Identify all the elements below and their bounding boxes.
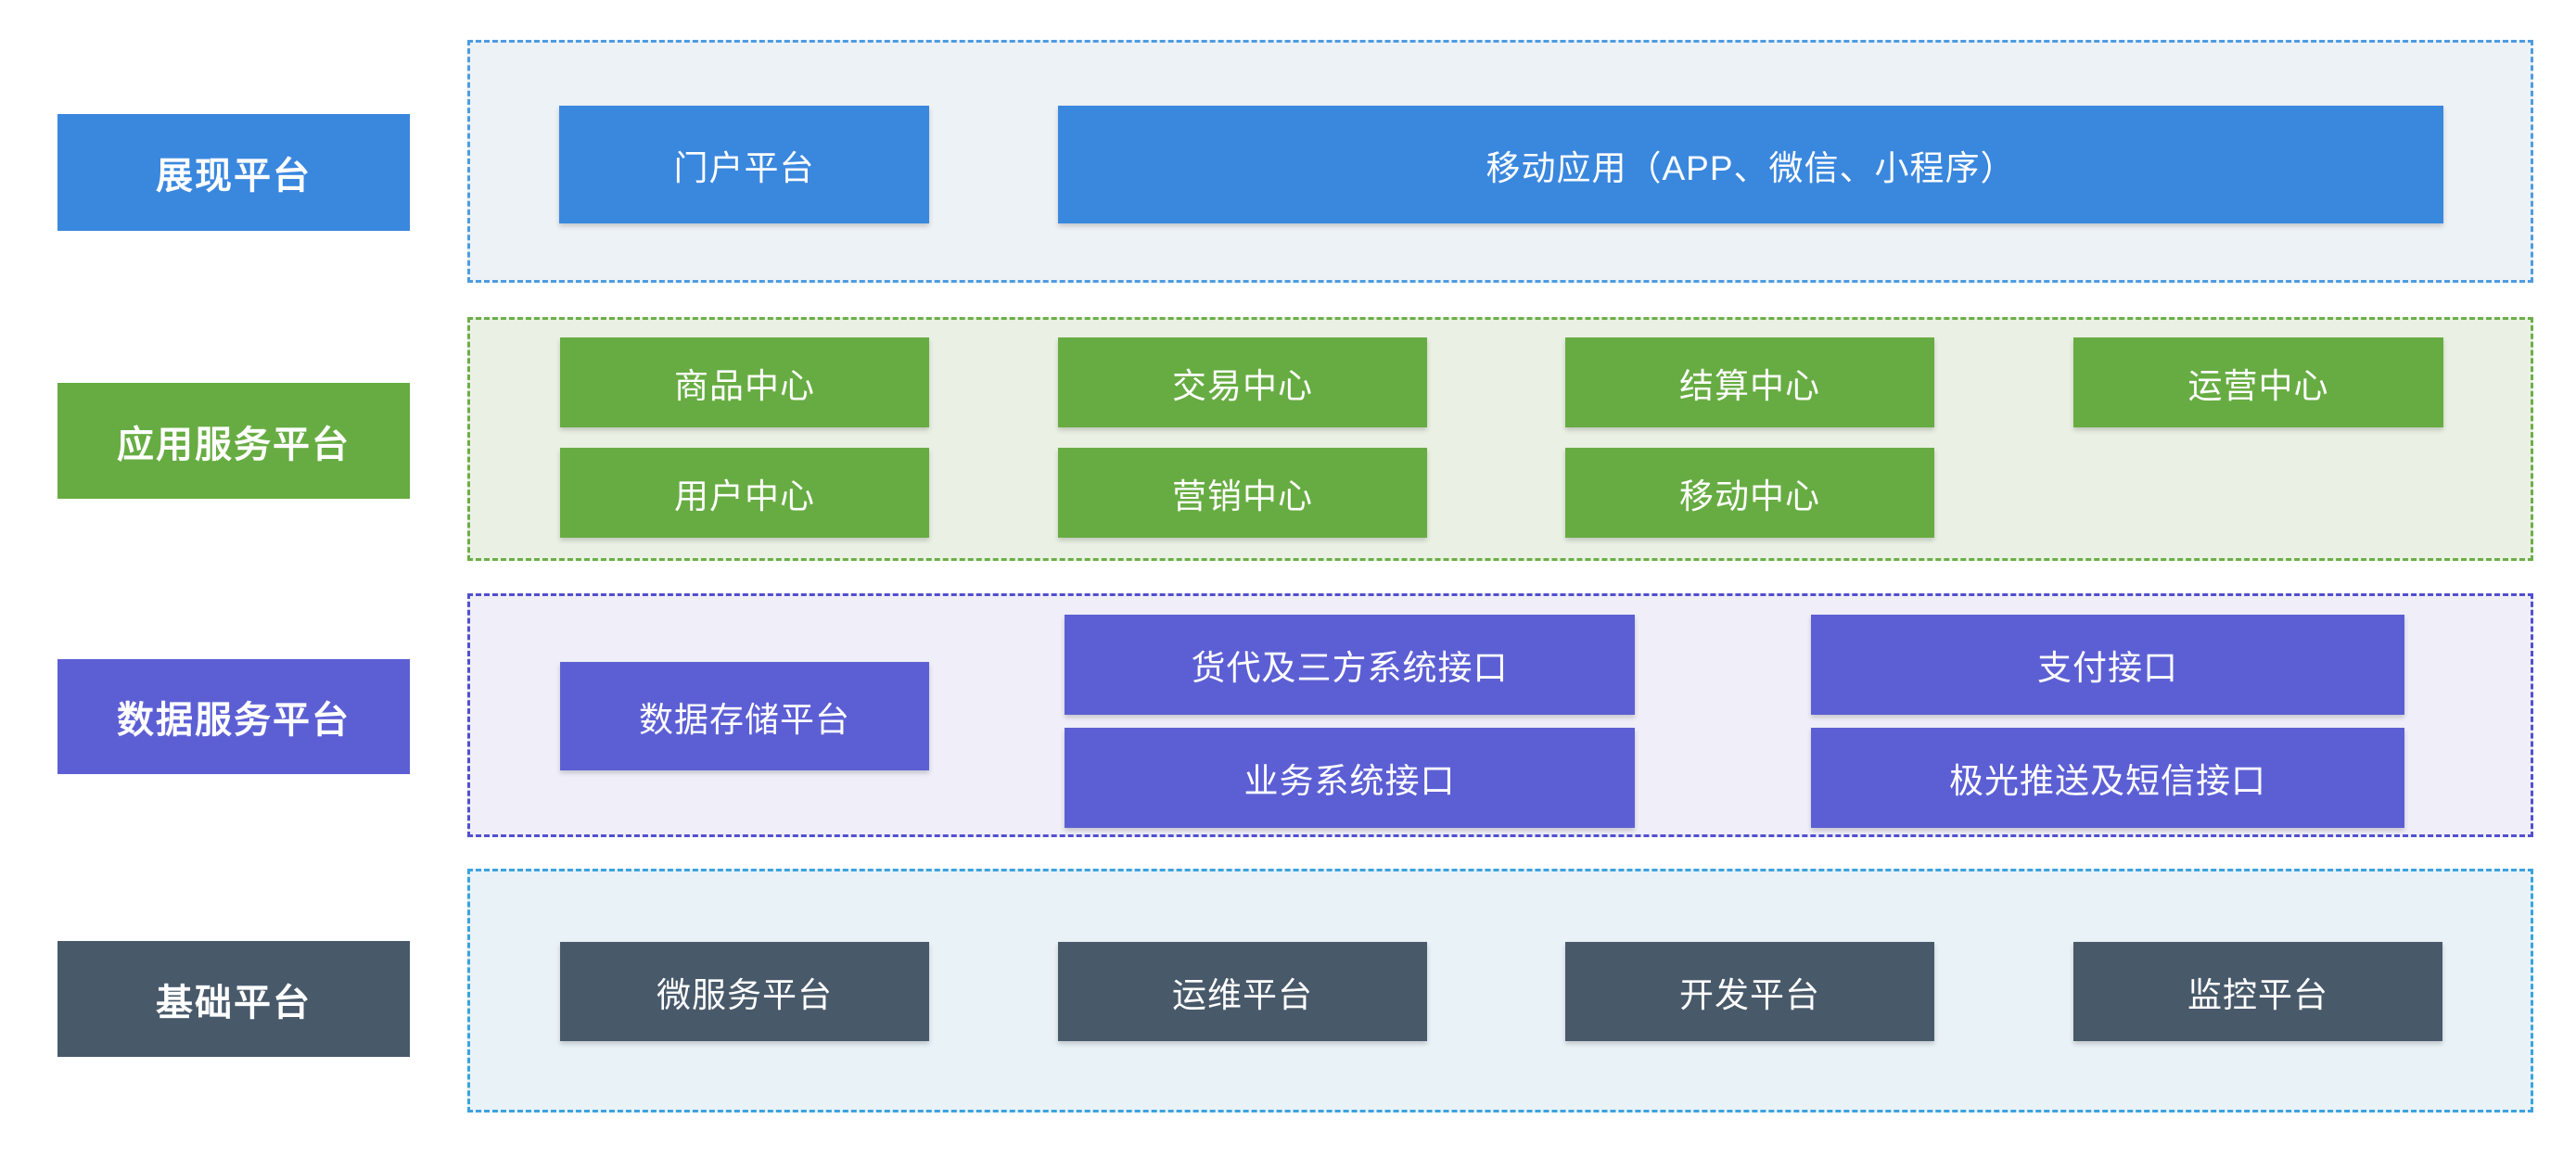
box-settlement-center: 结算中心 — [1565, 337, 1934, 427]
box-operation-center: 运营中心 — [2073, 337, 2443, 427]
box-payment-api: 支付接口 — [1811, 615, 2404, 715]
box-trade-center: 交易中心 — [1058, 337, 1427, 427]
box-data-storage-platform: 数据存储平台 — [560, 662, 929, 770]
box-mobile-apps: 移动应用（APP、微信、小程序） — [1058, 106, 2443, 223]
box-product-center: 商品中心 — [560, 337, 929, 427]
box-user-center: 用户中心 — [560, 448, 929, 538]
box-business-system-api: 业务系统接口 — [1065, 728, 1635, 828]
application-service-platform-container: 商品中心 交易中心 结算中心 运营中心 用户中心 营销中心 移动中心 — [467, 317, 2533, 561]
base-platform-container: 微服务平台 运维平台 开发平台 监控平台 — [467, 869, 2533, 1112]
box-dev-platform: 开发平台 — [1565, 942, 1934, 1041]
box-portal-platform: 门户平台 — [559, 106, 929, 223]
box-freight-third-party-api: 货代及三方系统接口 — [1065, 615, 1635, 715]
box-marketing-center: 营销中心 — [1058, 448, 1427, 538]
data-service-platform-container: 数据存储平台 货代及三方系统接口 业务系统接口 支付接口 极光推送及短信接口 — [467, 593, 2533, 837]
box-monitor-platform: 监控平台 — [2073, 942, 2442, 1041]
presentation-platform-container: 门户平台 移动应用（APP、微信、小程序） — [467, 40, 2533, 283]
row-label-base-platform: 基础平台 — [57, 941, 410, 1057]
row-label-application-service-platform: 应用服务平台 — [57, 383, 410, 499]
row-label-data-service-platform: 数据服务平台 — [57, 659, 410, 774]
box-jpush-sms-api: 极光推送及短信接口 — [1811, 728, 2404, 828]
row-label-presentation-platform: 展现平台 — [57, 114, 410, 231]
box-ops-platform: 运维平台 — [1058, 942, 1427, 1041]
box-mobile-center: 移动中心 — [1565, 448, 1934, 538]
box-microservice-platform: 微服务平台 — [560, 942, 929, 1041]
